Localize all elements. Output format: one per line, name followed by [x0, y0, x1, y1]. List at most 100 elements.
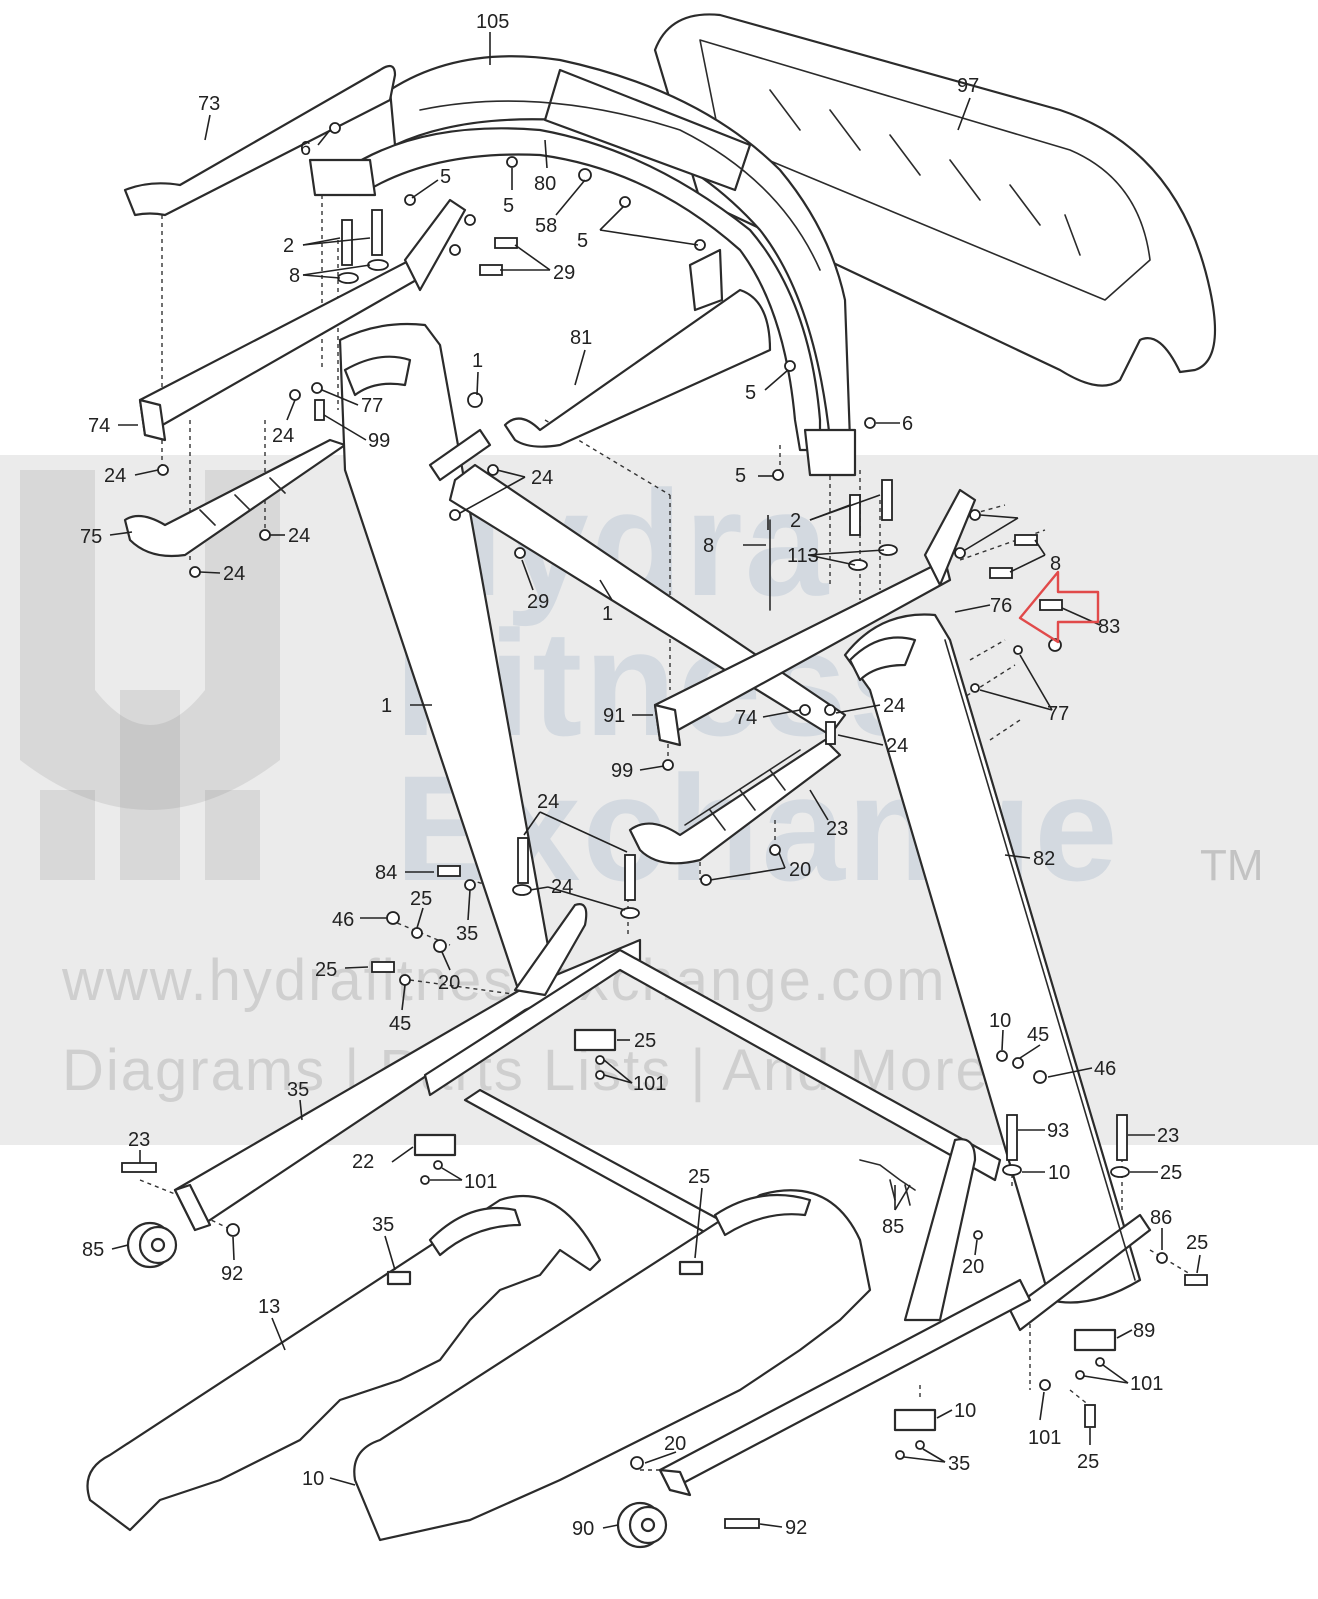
part-label: 113: [787, 545, 819, 567]
part-label: 92: [221, 1263, 243, 1285]
leader-lines: [109, 32, 1201, 1529]
part-label: 24: [288, 525, 310, 547]
part-label: 90: [572, 1518, 594, 1540]
part-label: 99: [368, 430, 390, 452]
part-82-handle-cover-right: [628, 738, 842, 865]
part-101-pad-b: [413, 1133, 457, 1157]
part-label: 13: [258, 1296, 280, 1318]
part-label: 8: [289, 265, 300, 287]
part-label: 25: [1077, 1451, 1099, 1473]
part-label: 25: [634, 1030, 656, 1052]
part-label: 24: [883, 695, 905, 717]
part-label: 35: [372, 1214, 394, 1236]
part-label: 80: [534, 173, 556, 195]
part-label: 25: [1186, 1232, 1208, 1254]
part-label: 84: [375, 862, 397, 884]
part-101-pad-a: [573, 1028, 617, 1052]
part-label: 25: [410, 888, 432, 910]
part-label: 35: [456, 923, 478, 945]
part-label: 35: [287, 1079, 309, 1101]
part-label: 24: [886, 735, 908, 757]
part-label: 24: [551, 876, 573, 898]
part-label: 6: [300, 138, 311, 160]
part-73-handrail-cover: [123, 64, 397, 217]
part-label: 1: [602, 603, 613, 625]
part-label: 92: [785, 1517, 807, 1539]
part-label: 8: [703, 535, 714, 557]
part-label: 20: [789, 859, 811, 881]
part-92-wheel-left: [126, 1221, 178, 1269]
part-label: 81: [570, 327, 592, 349]
part-label: 45: [389, 1013, 411, 1035]
part-label: 10: [989, 1010, 1011, 1032]
part-97-console-tray: [653, 13, 1217, 387]
part-label: 24: [104, 465, 126, 487]
part-101-pad-d: [893, 1408, 937, 1432]
watermark: Hydra Fitness Exchange TM www.hydrafitne…: [0, 455, 1318, 1145]
part-label: 45: [1027, 1024, 1049, 1046]
part-label: 25: [688, 1166, 710, 1188]
part-label: 1: [472, 350, 483, 372]
part-label: 23: [1157, 1125, 1179, 1147]
part-label: 29: [553, 262, 575, 284]
part-89-left-side-cover: [86, 1195, 602, 1532]
hardware: [121, 122, 1208, 1529]
part-label: 24: [223, 563, 245, 585]
part-label: 76: [990, 595, 1012, 617]
part-label: 20: [962, 1256, 984, 1278]
part-label: 10: [954, 1400, 976, 1422]
part-label: 89: [1133, 1320, 1155, 1342]
part-label: 83: [1098, 616, 1120, 638]
part-label: 25: [315, 959, 337, 981]
hydra-logo-icon: [20, 470, 280, 880]
part-label: 93: [1047, 1120, 1069, 1142]
part-label: 101: [464, 1171, 497, 1193]
part-label: 24: [531, 467, 553, 489]
part-label: 101: [1130, 1373, 1163, 1395]
part-label: 20: [664, 1433, 686, 1455]
part-label: 101: [633, 1073, 666, 1095]
part-label: 105: [476, 11, 509, 33]
part-label: 82: [1033, 848, 1055, 870]
part-label: 2: [283, 235, 294, 257]
part-label: 5: [735, 465, 746, 487]
highlight-arrow-icon: [1018, 570, 1100, 644]
part-label: 23: [826, 818, 848, 840]
part-label: 99: [611, 760, 633, 782]
part-label: 10: [302, 1468, 324, 1490]
part-label: 85: [882, 1216, 904, 1238]
part-label: 73: [198, 93, 220, 115]
part-label: 5: [577, 230, 588, 252]
part-label: 75: [80, 526, 102, 548]
part-label: 2: [790, 510, 801, 532]
part-label: 20: [438, 972, 460, 994]
part-label: 25: [1160, 1162, 1182, 1184]
part-label: 6: [902, 413, 913, 435]
part-label: 22: [352, 1151, 374, 1173]
part-83-right-upright-top: [843, 613, 1142, 1304]
part-label: 24: [272, 425, 294, 447]
part-85-label-a: [386, 1270, 412, 1286]
part-label: 85: [82, 1239, 104, 1261]
part-81-side-cover: [503, 288, 772, 448]
part-92-wheel-right: [616, 1501, 668, 1549]
part-label: 46: [1094, 1058, 1116, 1080]
part-label: 58: [535, 215, 557, 237]
part-label: 23: [128, 1129, 150, 1151]
part-86-wire-harness: [859, 1159, 916, 1206]
wm-trademark: TM: [1200, 841, 1264, 890]
part-labels: 105 97 73 6 80 5 5 58 5 2 8 29 81 1 5 77…: [80, 11, 1208, 1540]
part-label: 29: [527, 591, 549, 613]
part-label: 77: [1047, 703, 1069, 725]
part-label: 101: [1028, 1427, 1061, 1449]
part-label: 46: [332, 909, 354, 931]
part-label: 86: [1150, 1207, 1172, 1229]
part-101-pad-c: [1073, 1328, 1117, 1352]
part-label: 74: [88, 415, 110, 437]
part-label: 5: [503, 195, 514, 217]
part-label: 35: [948, 1453, 970, 1475]
part-85-label-b: [678, 1260, 704, 1276]
part-label: 97: [957, 75, 979, 97]
part-label: 10: [1048, 1162, 1070, 1184]
